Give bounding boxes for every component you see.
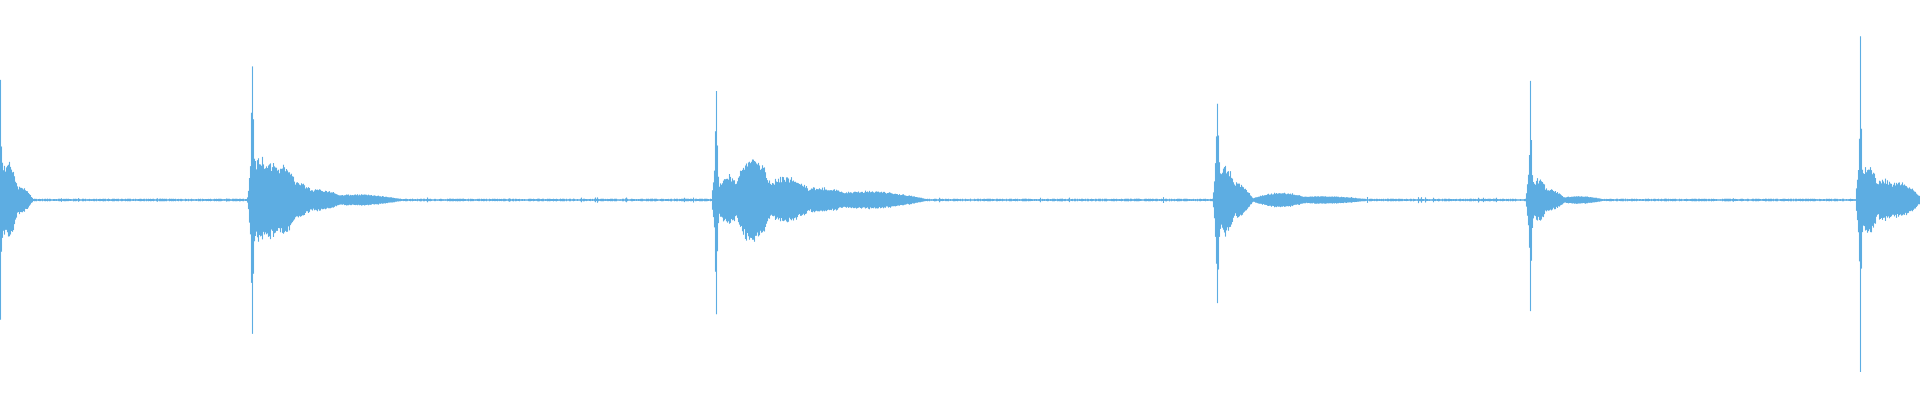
waveform-trace — [0, 36, 1920, 372]
